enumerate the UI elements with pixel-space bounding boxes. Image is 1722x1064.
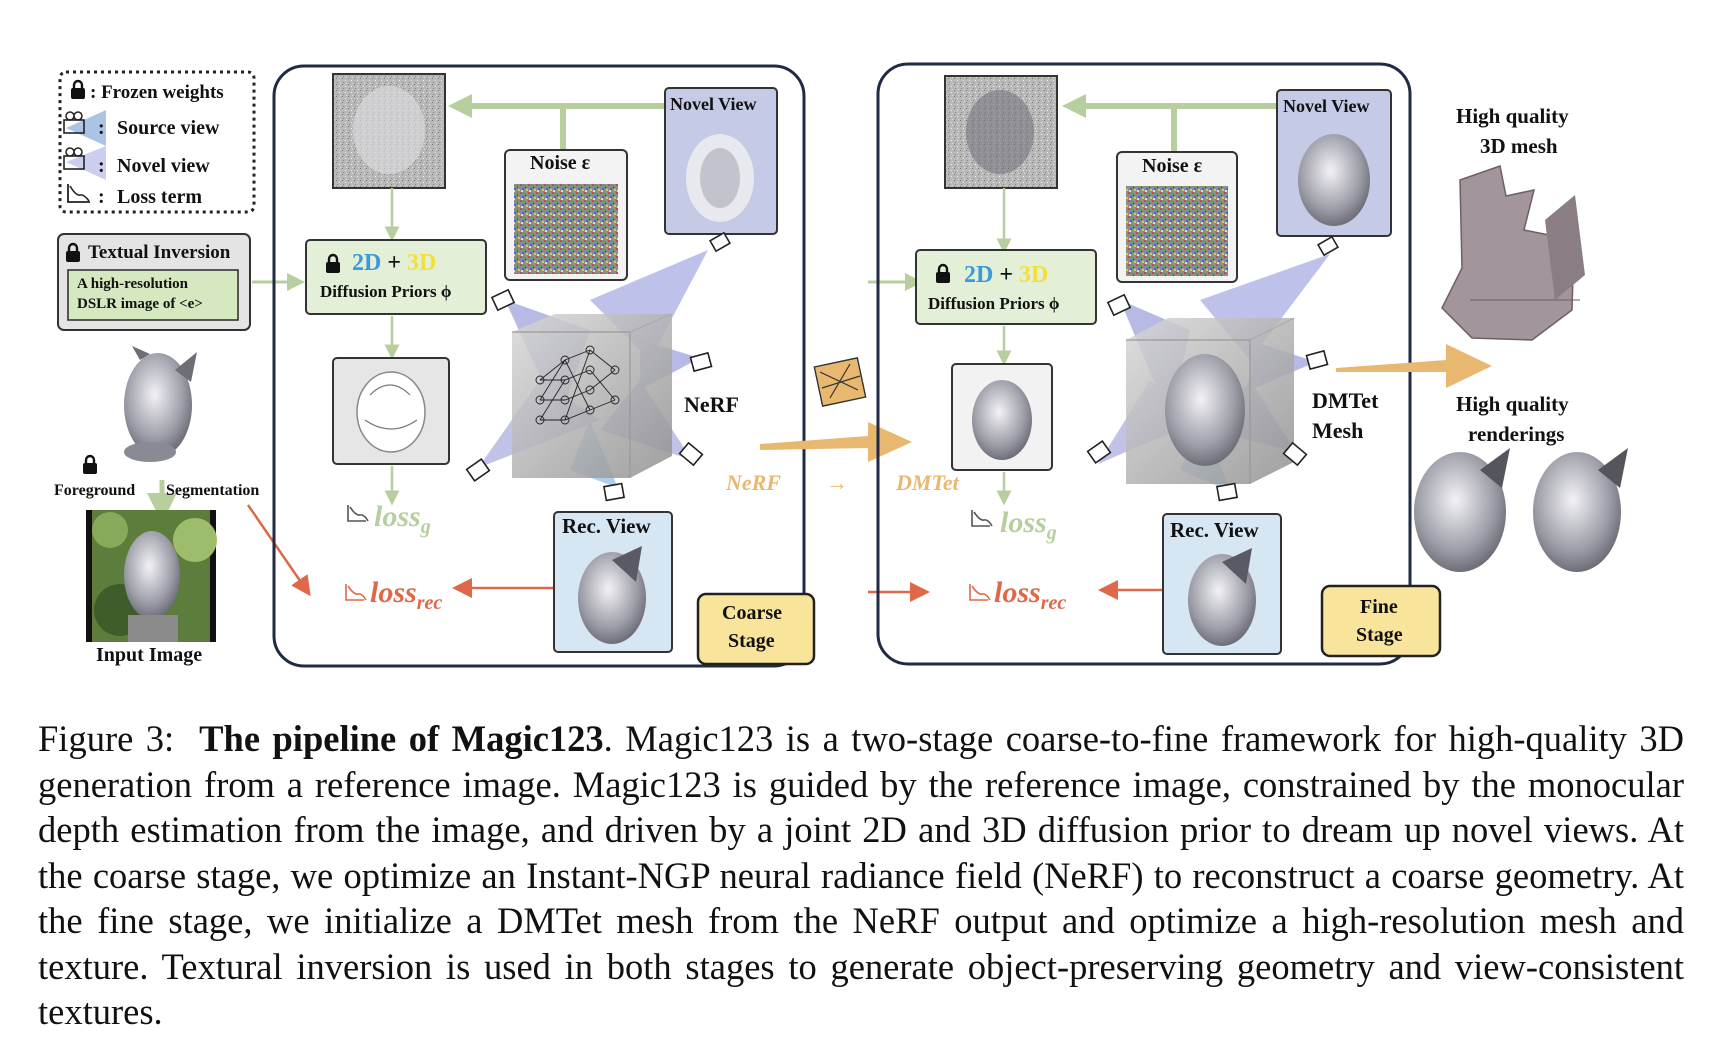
output-renderings-image: [1414, 448, 1628, 572]
fine-loss-rec: lossrec: [994, 576, 1066, 615]
lock-icon: [83, 454, 97, 474]
coarse-rec-view-label: Rec. View: [562, 514, 651, 538]
coarse-prior-3d: 3D: [407, 250, 437, 276]
caption-title: The pipeline of Magic123: [199, 718, 604, 759]
input-to-loss-rec-arrow: [246, 504, 311, 597]
legend-colon: :: [98, 186, 105, 208]
dmtet-label-line1: DMTet: [1312, 388, 1379, 413]
coarse-loss-g-sub: g: [420, 516, 431, 538]
nerf-to-dmtet-arrow: [760, 422, 912, 462]
legend-box: [58, 70, 256, 214]
coarse-loss-rec-text: loss: [370, 576, 417, 609]
output-mesh-line1: High quality: [1456, 104, 1569, 128]
caption-label: Figure 3:: [38, 718, 175, 759]
coarse-noise-image: [514, 184, 618, 274]
coarse-prior-2d: 2D: [352, 250, 382, 276]
fine-loss-g-sub: g: [1046, 522, 1057, 544]
legend-novel-label: Novel view: [117, 155, 210, 177]
coarse-loss-g: lossg: [374, 500, 431, 539]
fine-prior-box: [915, 249, 1097, 325]
fine-stage-line2: Stage: [1356, 624, 1403, 646]
transfer-to-label: DMTet: [896, 470, 959, 495]
coarse-novel-view-label: Novel View: [670, 94, 757, 114]
lock-icon: [936, 263, 950, 283]
input-image: [86, 510, 217, 642]
coarse-noise-label: Noise ε: [530, 152, 591, 174]
coarse-prior-plus: +: [387, 250, 402, 276]
textual-inversion-label: Textual Inversion: [88, 242, 231, 263]
fine-to-output-arrow: [1336, 344, 1492, 388]
output-render-line1: High quality: [1456, 392, 1569, 416]
fine-rec-view-label: Rec. View: [1170, 518, 1259, 542]
legend-loss-label: Loss term: [117, 186, 202, 208]
fine-loss-rec-text: loss: [994, 576, 1041, 609]
fine-noise-image: [1126, 186, 1228, 276]
prompt-line1: A high-resolution: [77, 276, 188, 292]
coarse-loss-rec-sub: rec: [416, 592, 443, 614]
transfer-arrow-glyph: →: [826, 470, 848, 495]
lock-icon: [66, 242, 80, 262]
figure-caption: Figure 3: The pipeline of Magic123. Magi…: [38, 716, 1684, 1035]
fine-prior-3d: 3D: [1019, 262, 1049, 288]
fine-diffusion-priors-label: Diffusion Priors ϕ: [928, 294, 1060, 313]
coarse-diffusion-priors-label: Diffusion Priors ϕ: [320, 282, 452, 301]
lock-icon: [326, 253, 340, 273]
coarse-loss-g-text: loss: [374, 500, 421, 533]
output-mesh-image: [1441, 165, 1585, 341]
lock-icon: [71, 79, 85, 99]
fine-prior-2d: 2D: [964, 262, 994, 288]
camera-icon: [1086, 235, 1340, 502]
fine-noise-label: Noise ε: [1142, 155, 1203, 177]
legend-frozen-label: : Frozen weights: [90, 82, 224, 103]
loss-icon: [345, 584, 367, 601]
coarse-prior-box: [305, 239, 487, 315]
fine-prior-heading: 2D + 3D: [964, 262, 1048, 289]
mlp-network-icon: [535, 345, 620, 425]
legend-source-label: Source view: [117, 117, 220, 139]
legend-colon: :: [98, 155, 105, 177]
fine-stage-line1: Fine: [1360, 596, 1398, 618]
dmtet-label-line2: Mesh: [1312, 418, 1364, 443]
pipeline-figure: : Frozen weights : Source view : Novel v…: [54, 62, 1628, 668]
input-image-label: Input Image: [96, 644, 203, 666]
figure-graphics: [57, 62, 1628, 668]
fine-loss-g: lossg: [1000, 506, 1057, 545]
segmentation-label: Segmentation: [166, 482, 260, 499]
prompt-box: [67, 269, 239, 321]
transfer-from-label: NeRF: [726, 470, 781, 495]
fine-prior-plus: +: [999, 262, 1014, 288]
loss-icon: [971, 510, 993, 527]
coarse-loss-rec: lossrec: [370, 576, 442, 615]
prompt-line2: DSLR image of <e>: [77, 296, 203, 312]
tetra-mesh-icon: [813, 357, 867, 407]
fine-loss-g-text: loss: [1000, 506, 1047, 539]
caption-body: . Magic123 is a two-stage coarse-to-fine…: [38, 718, 1685, 1032]
coarse-prior-heading: 2D + 3D: [352, 250, 436, 277]
foreground-label: Foreground: [54, 482, 136, 499]
loss-icon: [969, 584, 991, 601]
loss-icon: [67, 184, 90, 203]
output-mesh-line2: 3D mesh: [1480, 134, 1558, 158]
coarse-novel-feedback-arrow: [560, 103, 666, 150]
output-render-line2: renderings: [1468, 422, 1565, 446]
legend-colon: :: [98, 117, 105, 139]
segmented-dragon-image: [124, 346, 197, 462]
source-camera-icon: [63, 110, 106, 146]
coarse-stage-badge: [696, 592, 816, 666]
coarse-stage-frame: [272, 64, 806, 668]
novel-camera-icon: [63, 146, 106, 180]
dmtet-dragon: [1165, 354, 1245, 466]
nerf-cube: [512, 313, 673, 478]
coarse-stage-line2: Stage: [728, 630, 775, 652]
fine-loss-rec-sub: rec: [1040, 592, 1067, 614]
loss-icon: [347, 505, 369, 522]
camera-icon: [465, 231, 732, 502]
nerf-label: NeRF: [684, 392, 739, 417]
coarse-stage-line1: Coarse: [722, 602, 782, 624]
fine-novel-view-label: Novel View: [1283, 96, 1370, 116]
fine-stage-badge: [1320, 584, 1442, 658]
fine-novel-feedback-arrow: [1171, 103, 1278, 152]
